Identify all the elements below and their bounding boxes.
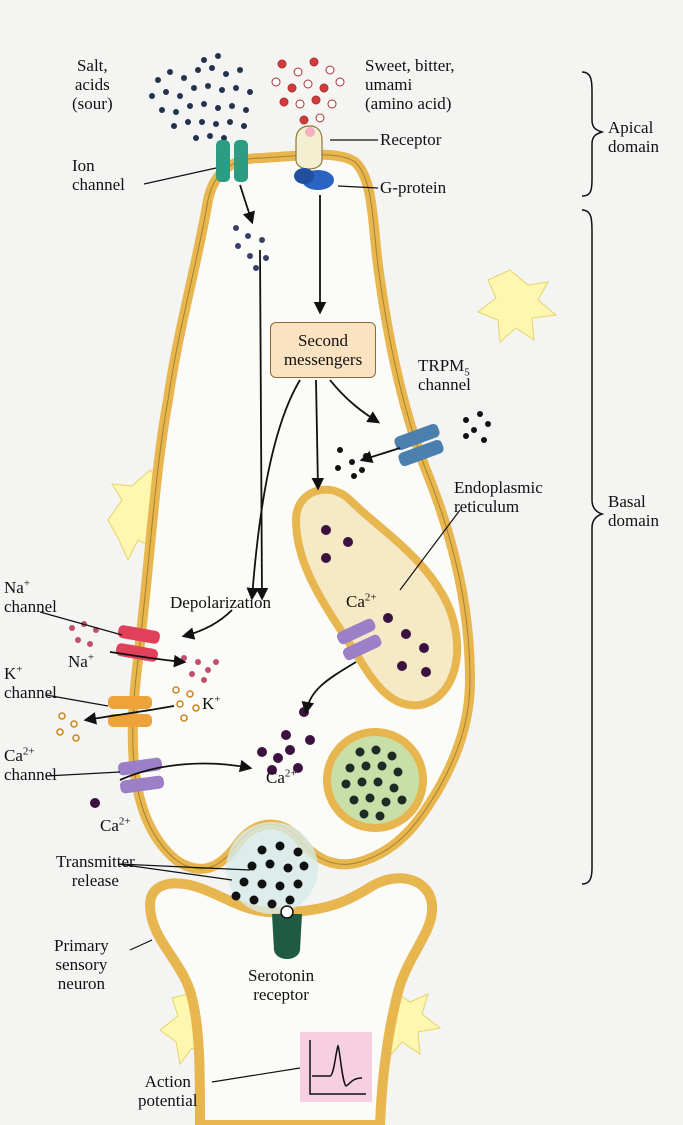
label-basal-domain: Basal domain	[608, 492, 659, 530]
ion-channel	[216, 140, 248, 182]
label-ca-intracellular: Ca2+	[266, 767, 297, 787]
er-calcium-channel	[336, 618, 382, 661]
label-er-calcium: Ca2+	[346, 591, 377, 611]
secretory-vesicle	[323, 728, 427, 832]
endoplasmic-reticulum	[291, 485, 462, 710]
signal-arrows	[83, 184, 401, 781]
label-primary-sensory-neuron: Primary sensory neuron	[54, 936, 109, 993]
serotonin-receptor	[272, 905, 302, 959]
sweet-bitter-umami-molecules	[271, 57, 345, 125]
label-k-ion: K+	[202, 693, 221, 713]
synaptic-transmitter-vesicles	[226, 822, 318, 914]
label-g-protein: G-protein	[380, 178, 447, 197]
ca-channel	[118, 757, 165, 794]
k-channel	[108, 696, 152, 727]
label-ion-channel: Ion channel	[72, 156, 125, 194]
trpm5-channel	[394, 423, 444, 467]
label-receptor: Receptor	[380, 130, 442, 149]
action-potential-trace	[300, 1032, 372, 1102]
label-apical-domain: Apical domain	[608, 118, 659, 156]
label-depolarization: Depolarization	[170, 593, 272, 612]
label-transmitter-release: Transmitter release	[56, 852, 135, 890]
label-sweet-bitter-umami: Sweet, bitter, umami (amino acid)	[365, 56, 455, 113]
domain-brackets	[581, 71, 605, 885]
label-ca-extracellular: Ca2+	[100, 815, 131, 835]
salt-acid-ions	[149, 53, 253, 141]
label-ca-channel: Ca2+channel	[4, 745, 57, 784]
label-serotonin-receptor: Serotonin receptor	[248, 966, 315, 1004]
label-endoplasmic-reticulum: Endoplasmic reticulum	[454, 478, 543, 516]
second-messengers-box: Second messengers	[270, 322, 376, 378]
label-na-channel: Na+channel	[4, 577, 57, 616]
receptor	[295, 125, 323, 170]
label-na-ion: Na+	[68, 651, 95, 671]
label-action-potential: Action potential	[138, 1072, 198, 1110]
label-salt-acids: Salt, acids (sour)	[72, 56, 113, 113]
label-k-channel: K+channel	[4, 663, 57, 702]
g-protein	[294, 168, 334, 190]
leader-lines	[39, 139, 461, 1083]
